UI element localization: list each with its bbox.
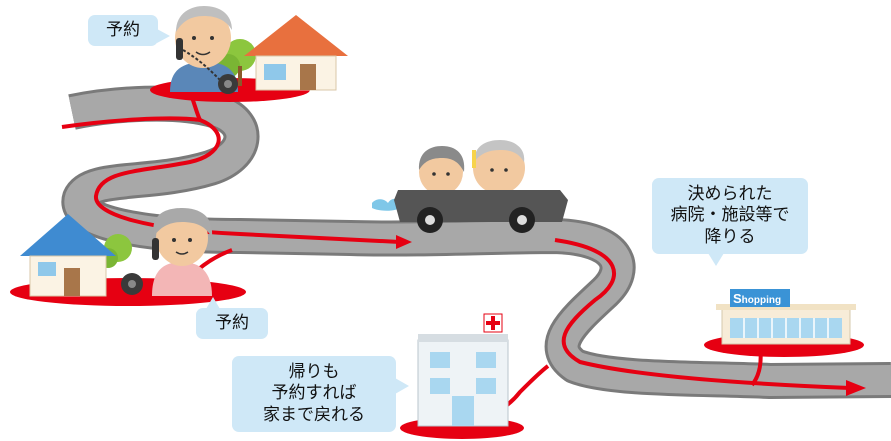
shop-sign-rest: hopping: [742, 295, 781, 306]
hospital-stop: [400, 313, 524, 439]
elderly-man-on-phone: [170, 6, 238, 94]
shopping-stop: Shopping: [704, 289, 864, 357]
destination-bubble: 決められた 病院・施設等で 降りる: [652, 178, 808, 266]
svg-text:Shopping: Shopping: [733, 291, 781, 306]
shopping-sign: Shopping: [730, 289, 790, 307]
shop-sign-initial: S: [733, 291, 742, 306]
elderly-couple-passengers: [418, 140, 525, 195]
home-stop-top: [150, 6, 348, 102]
house-orange: [244, 15, 348, 91]
return-trip-bubble: 帰りも 予約すれば 家まで戻れる: [232, 356, 409, 432]
reserve-bubble-top: 予約: [88, 15, 170, 47]
shared-taxi-car: [372, 140, 568, 233]
reserve-bubble-bottom: 予約: [196, 296, 268, 340]
home-stop-bottom: [10, 208, 246, 306]
house-blue: [20, 214, 116, 297]
route-line: [61, 87, 866, 427]
hospital-cross-icon: [483, 313, 503, 333]
elderly-woman-on-phone: [121, 208, 213, 296]
